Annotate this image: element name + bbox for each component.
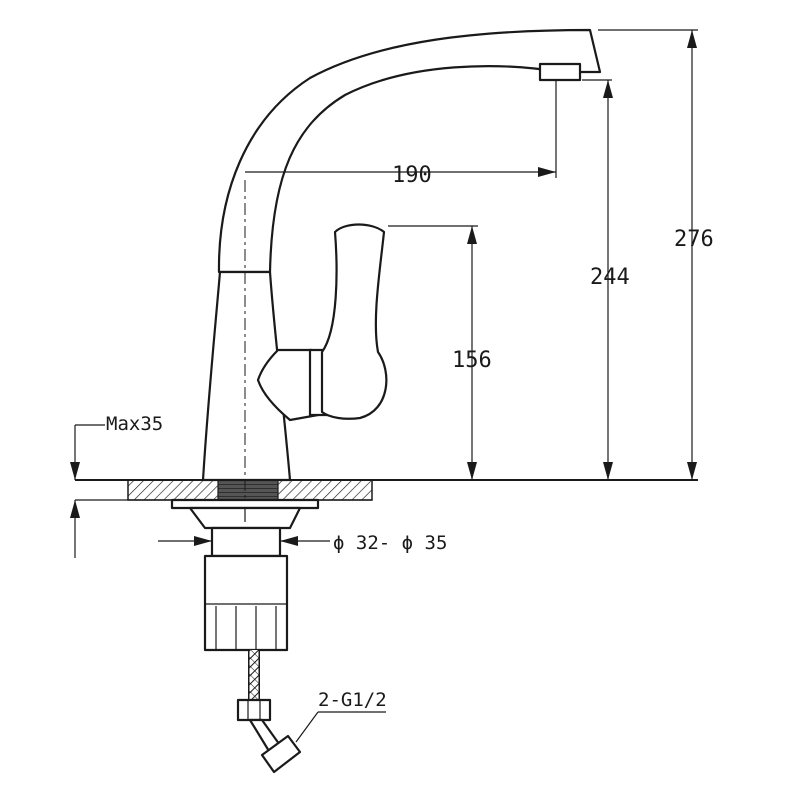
body-column <box>201 270 292 482</box>
label-handle-height: 156 <box>452 348 492 373</box>
label-total-height: 276 <box>674 227 714 252</box>
leader-hose <box>295 711 319 743</box>
dimension-lines <box>70 29 698 743</box>
countertop <box>75 479 698 501</box>
mounting-washer <box>170 498 320 510</box>
hose-nut <box>236 698 272 722</box>
lever-handle <box>320 223 388 420</box>
braided-hose <box>236 650 302 774</box>
spout <box>217 28 602 274</box>
label-spout-height: 244 <box>590 265 630 290</box>
arrow-276-top <box>687 30 697 48</box>
aerator <box>538 62 582 82</box>
faucet-body <box>201 28 602 530</box>
arrow-156-bottom <box>467 462 477 480</box>
mounting-nut <box>203 554 289 652</box>
hose-end-fitting <box>260 734 302 774</box>
arrow-190 <box>538 167 556 177</box>
arrow-276-bottom <box>687 462 697 480</box>
arrow-max35-top <box>70 462 80 480</box>
label-mounting-hole: ϕ 32- ϕ 35 <box>333 532 447 554</box>
arrow-hole-left <box>194 536 212 546</box>
label-spout-reach: 190 <box>392 163 432 188</box>
handle-hub <box>256 348 320 422</box>
mounting-thread <box>217 479 279 501</box>
arrow-156-top <box>467 226 477 244</box>
arrow-244-top <box>603 80 613 98</box>
mounting-sleeve <box>210 526 282 558</box>
arrow-244-bottom <box>603 462 613 480</box>
arrow-hole-right <box>280 536 298 546</box>
label-max-counter-thickness: Max35 <box>106 413 163 435</box>
label-hose-connection: 2-G1/2 <box>318 689 387 711</box>
mounting-assembly <box>170 498 320 652</box>
arrow-max35-bottom <box>70 500 80 518</box>
